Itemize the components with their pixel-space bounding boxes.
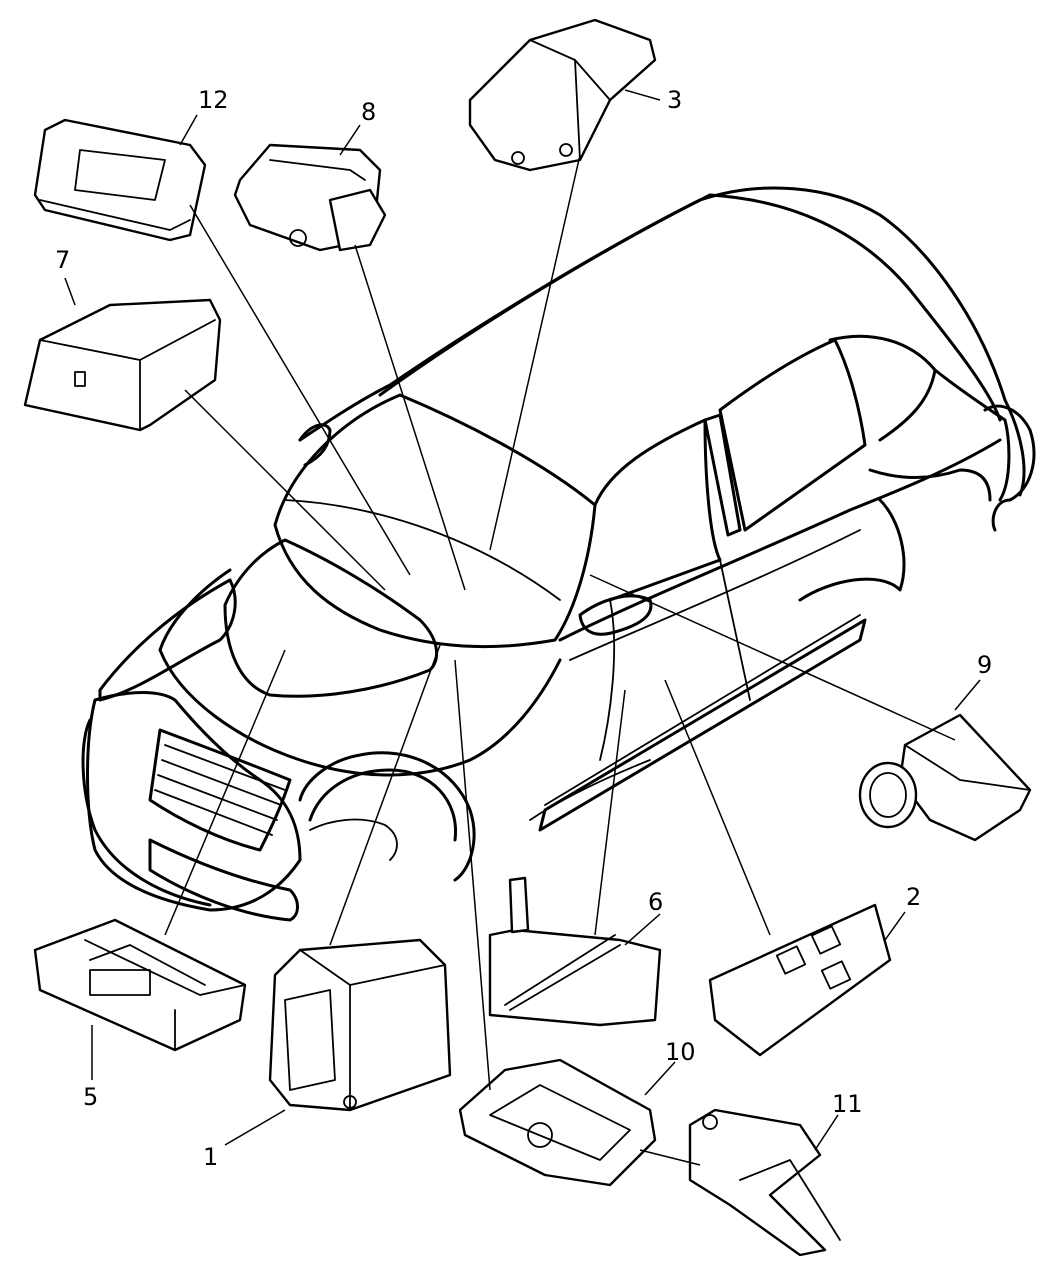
callout-8: 8 xyxy=(361,98,376,126)
component-7-module xyxy=(23,298,222,432)
callout-3: 3 xyxy=(667,86,682,114)
callout-1: 1 xyxy=(203,1143,218,1171)
component-12-module xyxy=(33,118,207,242)
callout-10: 10 xyxy=(665,1038,696,1066)
callout-6: 6 xyxy=(648,888,663,916)
component-11-module xyxy=(688,1108,841,1257)
component-6-module xyxy=(488,876,662,1027)
callout-5: 5 xyxy=(83,1083,98,1111)
component-5-module xyxy=(33,918,247,1052)
vehicle-body xyxy=(81,186,1036,922)
leader-lines xyxy=(64,89,981,1166)
callout-9: 9 xyxy=(977,651,992,679)
callouts: 12 8 3 7 9 2 6 5 1 10 11 xyxy=(55,86,992,1171)
component-8-module xyxy=(233,143,387,252)
callout-7: 7 xyxy=(55,246,70,274)
component-2-module xyxy=(708,903,892,1057)
component-10-module xyxy=(458,1058,657,1187)
component-1-module xyxy=(268,938,452,1112)
callout-11: 11 xyxy=(832,1090,863,1118)
callout-12: 12 xyxy=(198,86,229,114)
callout-2: 2 xyxy=(906,883,921,911)
component-9-module xyxy=(858,713,1032,842)
component-3-module xyxy=(468,18,657,172)
